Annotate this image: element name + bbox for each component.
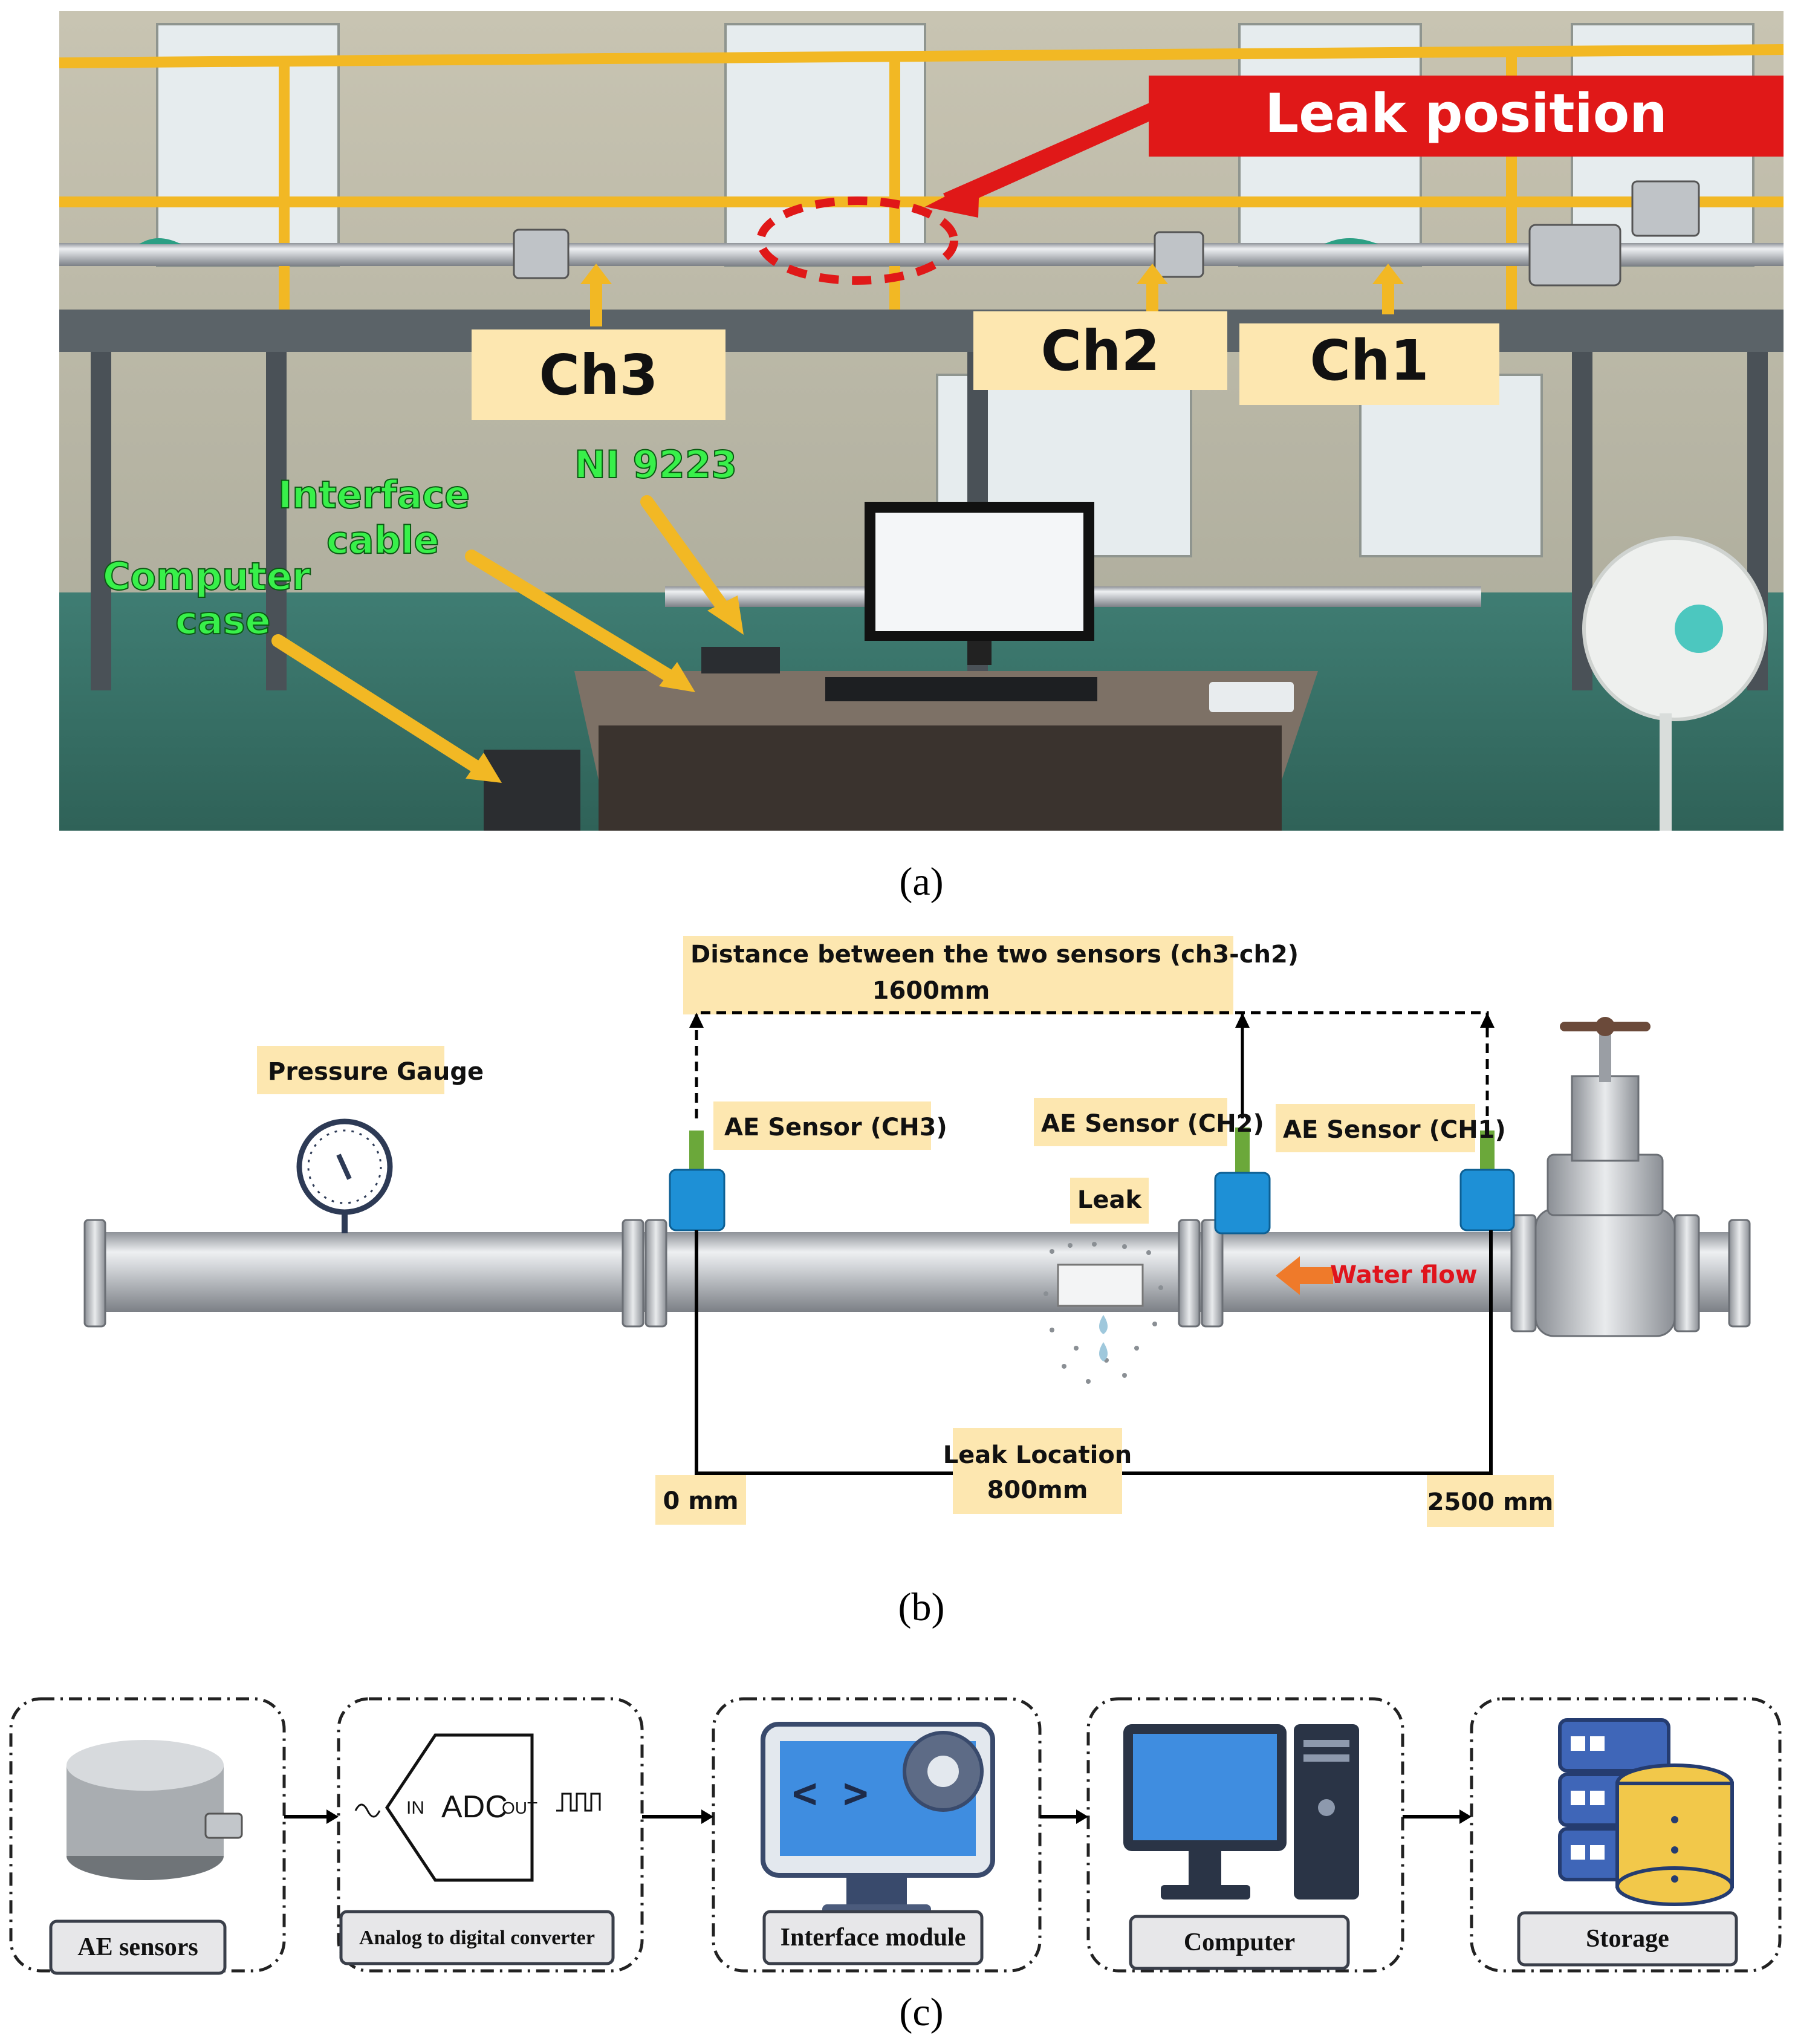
green-clamps — [139, 238, 1378, 244]
sensor-ch1-label: AE Sensor (CH1) — [1283, 1116, 1506, 1144]
sensor-ch1-label-box — [1276, 1104, 1475, 1152]
leak-label-box — [1070, 1178, 1149, 1224]
distance-bracket — [695, 1011, 1489, 1118]
schematic-pipe — [91, 1232, 1741, 1312]
yellow-railing — [59, 44, 1784, 310]
channel-arrows — [580, 264, 1404, 326]
caption-c: (c) — [899, 1990, 943, 2034]
case-label: case — [175, 599, 271, 643]
photo-pipe — [59, 243, 1784, 266]
pipe-flanges — [83, 1214, 1751, 1332]
adc-text-label: ADC — [441, 1789, 508, 1825]
ch2-label-box — [973, 311, 1227, 390]
adc-in-label: IN — [406, 1798, 424, 1818]
start-label-box — [655, 1475, 746, 1525]
code-brackets: < > — [792, 1768, 868, 1818]
leak-marker-ellipse — [756, 196, 958, 285]
leak-spray — [1044, 1242, 1163, 1384]
leak-arrow — [943, 99, 1164, 212]
panel-c-pipeline: IN ADC OUT < > — [9, 1697, 1782, 1975]
stage-label-adc: Analog to digital converter — [359, 1927, 595, 1949]
stage-label-computer: Computer — [1184, 1929, 1295, 1956]
sensor-ch2-label: AE Sensor (CH2) — [1041, 1110, 1264, 1138]
stage-boxes — [9, 1697, 1782, 1973]
pressure-gauge — [296, 1118, 393, 1233]
fan — [1582, 536, 1767, 831]
leak-arrowhead — [925, 179, 979, 218]
caption-a: (a) — [899, 860, 943, 904]
water-flow-label: Water flow — [1330, 1261, 1478, 1289]
distance-title: Distance between the two sensors (ch3-ch… — [690, 941, 1299, 968]
storage-icon — [1558, 1718, 1734, 1906]
sensor-ch3-label-box — [713, 1101, 931, 1150]
leak-position-label: Leak position — [1265, 82, 1667, 144]
ch1-label: Ch1 — [1310, 328, 1429, 393]
sensor-ch2-label-box — [1034, 1098, 1227, 1146]
ae-sensor-icon — [67, 1740, 243, 1880]
equipment-arrowheads — [466, 595, 744, 783]
cable-label: cable — [326, 518, 439, 562]
computer-label: Computer — [103, 554, 311, 599]
computer-desk — [484, 502, 1318, 831]
stage-label-interface-module: Interface module — [781, 1924, 966, 1952]
panel-a-photo: Leak position Ch3 Ch2 Ch1 NI 9223 — [59, 11, 1784, 831]
pressure-gauge-label-box — [257, 1046, 444, 1094]
ae-sensor-ch2 — [1214, 1127, 1271, 1235]
distance-label-box — [683, 936, 1233, 1014]
start-label: 0 mm — [663, 1487, 738, 1515]
caption-b: (b) — [898, 1585, 945, 1629]
ae-sensor-ch1 — [1459, 1131, 1515, 1231]
ni9223-label: NI 9223 — [574, 443, 737, 487]
distance-value: 1600mm — [872, 977, 990, 1005]
interface-module-icon: < > — [761, 1722, 995, 1920]
interface-label: Interface — [278, 473, 470, 517]
end-label-box — [1427, 1475, 1554, 1527]
pressure-gauge-label: Pressure Gauge — [268, 1058, 484, 1086]
adc-out-label: OUT — [502, 1799, 537, 1817]
pipe-fittings — [513, 180, 1700, 287]
leak-label: Leak — [1077, 1186, 1143, 1214]
stage-label-ae-sensors: AE sensors — [77, 1933, 198, 1961]
gate-valve — [1534, 1017, 1676, 1337]
stage-arrowheads — [326, 1809, 1472, 1824]
leak-location-box — [953, 1428, 1122, 1514]
distance-arrowheads — [689, 1013, 1495, 1028]
platform-beam — [59, 310, 1784, 352]
leak-banner — [1149, 76, 1784, 157]
stage-label-storage: Storage — [1586, 1925, 1669, 1953]
panel-b-schematic: Distance between the two sensors (ch3-ch… — [83, 936, 1751, 1527]
ch3-label-box — [472, 329, 725, 420]
ch2-label: Ch2 — [1040, 319, 1160, 383]
equipment-arrows — [271, 495, 732, 774]
leak-location-title: Leak Location — [943, 1441, 1132, 1469]
water-flow-arrow — [1276, 1256, 1333, 1295]
stage-label-boxes — [49, 1910, 1738, 1975]
end-label: 2500 mm — [1427, 1488, 1554, 1516]
ch1-label-box — [1239, 323, 1499, 405]
adc-icon: IN ADC OUT — [354, 1733, 601, 1882]
leak-location-value: 800mm — [987, 1476, 1088, 1504]
ae-sensor-ch3 — [669, 1131, 725, 1231]
computer-icon — [1123, 1724, 1359, 1900]
ch3-label: Ch3 — [539, 343, 658, 407]
sensor-ch3-label: AE Sensor (CH3) — [724, 1114, 947, 1141]
